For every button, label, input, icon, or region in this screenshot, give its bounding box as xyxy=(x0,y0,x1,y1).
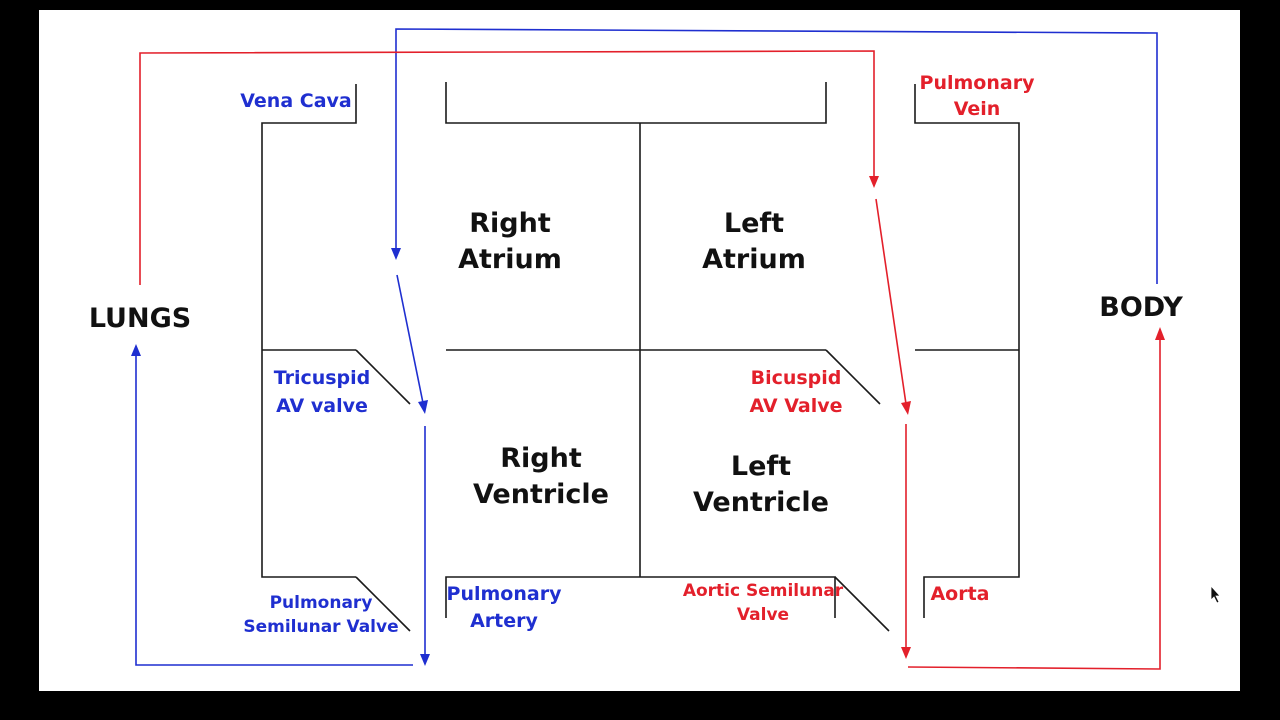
mouse-cursor-icon xyxy=(1210,584,1221,604)
pulmonary-vein-label-line1: Pulmonary xyxy=(920,72,1036,94)
left-ventricle-label-line1: Left xyxy=(731,451,791,482)
pulmonary-semilunar-valve-flap xyxy=(355,576,411,632)
oxygenated-flow-path xyxy=(139,50,1165,670)
left-atrium-label-line2: Atrium xyxy=(702,244,806,275)
pulmonary-vein-label-line2: Vein xyxy=(954,98,1001,120)
heart-walls xyxy=(261,82,1020,632)
vena-cava-wall xyxy=(261,84,357,578)
aortic-semilunar-valve-flap xyxy=(834,576,890,632)
vena-cava-label: Vena Cava xyxy=(240,90,352,112)
pulmonary-artery-to-lungs-line xyxy=(135,354,413,666)
bicuspid-valve-label-line2: AV Valve xyxy=(749,395,842,417)
top-bracket xyxy=(445,82,827,124)
bottom-bracket xyxy=(445,576,836,618)
body-to-vena-cava-line xyxy=(395,28,1158,284)
right-ventricle-label-line1: Right xyxy=(500,443,582,474)
aortic-semilunar-valve-label-line2: Valve xyxy=(737,605,789,625)
right-atrium-label-line2: Atrium xyxy=(458,244,562,275)
tricuspid-valve-label-line1: Tricuspid xyxy=(274,367,371,389)
bicuspid-valve-flap xyxy=(825,349,881,405)
left-atrium-label-line1: Left xyxy=(724,208,784,239)
arrowhead-into-left-atrium xyxy=(869,176,879,188)
arrowhead-to-aorta xyxy=(901,647,911,659)
left-atrium-to-ventricle-line xyxy=(875,198,907,405)
right-atrium-label-line1: Right xyxy=(469,208,551,239)
aorta-label: Aorta xyxy=(930,583,989,605)
aortic-semilunar-valve-label-line1: Aortic Semilunar xyxy=(683,581,844,601)
arrowhead-into-lungs xyxy=(131,344,141,356)
lungs-label: LUNGS xyxy=(89,303,191,334)
bicuspid-valve-label-line1: Bicuspid xyxy=(751,367,842,389)
body-label: BODY xyxy=(1099,292,1183,323)
lungs-to-pulmonary-vein-line xyxy=(139,50,875,285)
pulmonary-semilunar-valve-label-line2: Semilunar Valve xyxy=(243,617,398,637)
arrowhead-through-bicuspid xyxy=(901,401,911,415)
tricuspid-valve-label-line2: AV valve xyxy=(276,395,368,417)
pulmonary-artery-label-line1: Pulmonary xyxy=(447,583,563,605)
pulmonary-artery-label-line2: Artery xyxy=(470,610,538,632)
right-atrium-to-ventricle-line xyxy=(396,274,424,404)
arrowhead-into-body xyxy=(1155,327,1165,340)
arrowhead-into-right-atrium xyxy=(391,248,401,260)
tricuspid-valve-flap xyxy=(355,349,411,405)
aorta-to-body-line xyxy=(907,339,1161,670)
arrowhead-through-tricuspid xyxy=(418,400,428,414)
arrowhead-to-pulmonary-artery xyxy=(420,654,430,666)
pulmonary-semilunar-valve-label-line1: Pulmonary xyxy=(270,593,373,613)
left-ventricle-label-line2: Ventricle xyxy=(693,487,829,518)
deoxygenated-flow-path xyxy=(131,28,1158,666)
right-ventricle-label-line2: Ventricle xyxy=(473,479,609,510)
